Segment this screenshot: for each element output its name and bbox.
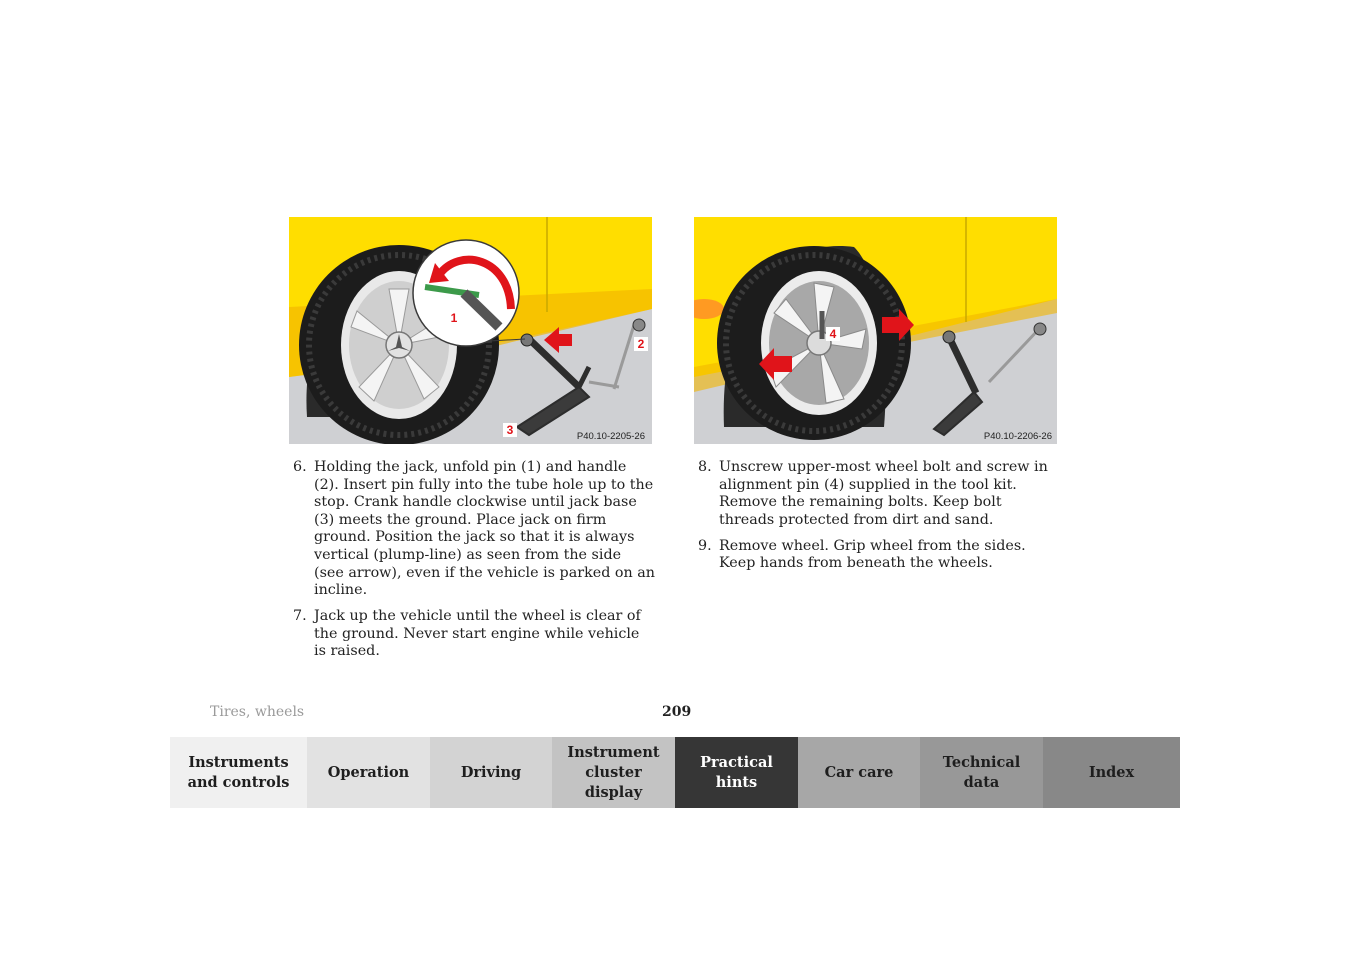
step-text: Unscrew upper-most wheel bolt and screw …: [719, 459, 1048, 528]
tab-instruments-and-controls[interactable]: Instruments and controls: [170, 737, 307, 808]
tab-label: Driving: [460, 763, 522, 781]
section-label: Tires, wheels: [210, 704, 305, 720]
jack-setup-illustration: 1 2 3 P40.10-2205-26: [289, 217, 652, 444]
tab-label: Index: [1088, 763, 1135, 781]
figure-jack-setup: 1 2 3 P40.10-2205-26: [289, 217, 652, 444]
steps-list-right: 8. Unscrew upper-most wheel bolt and scr…: [695, 459, 1060, 582]
tab-car-care[interactable]: Car care: [798, 737, 920, 808]
step-number: 8.: [698, 459, 712, 475]
figure-code: P40.10-2205-26: [577, 431, 645, 442]
tab-instrument-cluster-display[interactable]: Instrument cluster display: [552, 737, 675, 808]
figure-code: P40.10-2206-26: [984, 431, 1052, 442]
tab-practical-hints[interactable]: Practical hints: [675, 737, 798, 808]
step-text: Jack up the vehicle until the wheel is c…: [314, 608, 641, 660]
callout-3: 3: [507, 423, 514, 437]
tab-label: Instrument cluster display: [567, 743, 660, 801]
step-item: 7. Jack up the vehicle until the wheel i…: [290, 608, 655, 661]
step-item: 8. Unscrew upper-most wheel bolt and scr…: [695, 459, 1060, 529]
tab-label: Technical data: [942, 753, 1021, 791]
tab-driving[interactable]: Driving: [430, 737, 552, 808]
callout-2: 2: [638, 337, 645, 351]
tab-index[interactable]: Index: [1043, 737, 1180, 808]
chapter-navigation: Instruments and controls Operation Drivi…: [170, 737, 1180, 808]
step-number: 6.: [293, 459, 307, 475]
step-text: Holding the jack, unfold pin (1) and han…: [314, 459, 655, 599]
step-number: 7.: [293, 608, 307, 625]
callout-1: 1: [451, 311, 458, 325]
figure-wheel-removal: 4 P40.10-2206-26: [694, 217, 1057, 444]
tab-label: Practical hints: [700, 753, 773, 791]
steps-list-left: 6. Holding the jack, unfold pin (1) and …: [290, 459, 655, 670]
step-item: 9. Remove wheel. Grip wheel from the sid…: [695, 538, 1060, 573]
tab-operation[interactable]: Operation: [307, 737, 430, 808]
step-number: 9.: [698, 537, 712, 554]
callout-4: 4: [830, 327, 837, 341]
step-text: Remove wheel. Grip wheel from the sides.…: [719, 537, 1026, 572]
step-item: 6. Holding the jack, unfold pin (1) and …: [290, 459, 655, 600]
tab-label: Instruments and controls: [187, 753, 290, 791]
wheel-removal-illustration: 4 P40.10-2206-26: [694, 217, 1057, 444]
tab-label: Operation: [327, 763, 410, 781]
page-number: 209: [662, 704, 692, 720]
tab-technical-data[interactable]: Technical data: [920, 737, 1043, 808]
tab-label: Car care: [824, 763, 894, 781]
